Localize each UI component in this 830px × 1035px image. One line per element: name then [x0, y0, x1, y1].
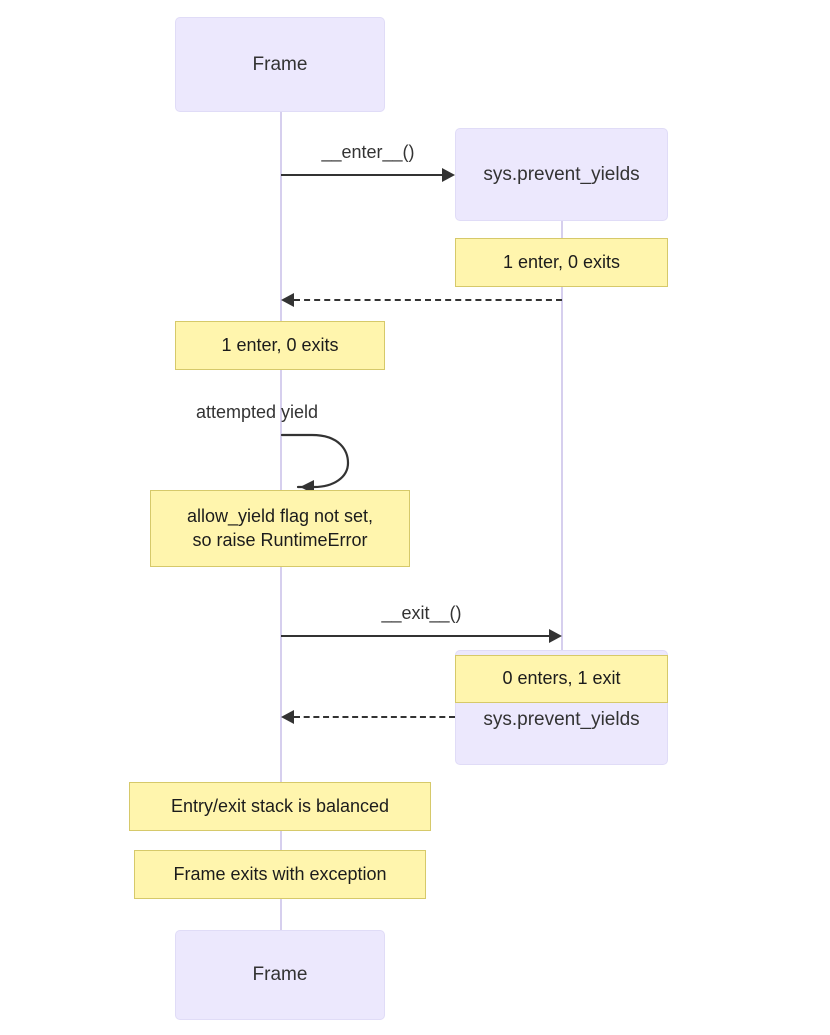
- arrow-head-exit-icon: [549, 629, 562, 643]
- note-prevent-yields-enter-count: 1 enter, 0 exits: [455, 238, 668, 287]
- note-allow-yield-flag-text: allow_yield flag not set, so raise Runti…: [186, 506, 374, 550]
- message-label-exit: __exit__(): [381, 603, 462, 623]
- arrow-head-enter-return-icon: [281, 293, 294, 307]
- participant-frame-top[interactable]: Frame: [175, 17, 385, 112]
- participant-frame-top-label: Frame: [252, 53, 308, 75]
- participant-frame-bottom-label: Frame: [252, 964, 308, 986]
- arrow-head-enter-icon: [442, 168, 455, 182]
- note-prevent-yields-exit-count: 0 enters, 1 exit: [455, 655, 668, 703]
- message-line-exit-return: [294, 716, 455, 718]
- note-frame-exits-exception-text: Frame exits with exception: [173, 863, 387, 884]
- participant-prevent-yields-top[interactable]: sys.prevent_yields: [455, 128, 668, 221]
- note-prevent-yields-exit-count-text: 0 enters, 1 exit: [502, 668, 621, 689]
- arrow-head-exit-return-icon: [281, 710, 294, 724]
- note-frame-enter-count: 1 enter, 0 exits: [175, 321, 385, 370]
- participant-frame-bottom[interactable]: Frame: [175, 930, 385, 1020]
- message-line-enter: [281, 174, 442, 176]
- participant-prevent-yields-bottom-label: sys.prevent_yields: [483, 709, 640, 730]
- message-label-enter: __enter__(): [321, 142, 415, 162]
- message-label-attempted-yield: attempted yield: [196, 402, 319, 422]
- message-line-enter-return: [294, 299, 562, 301]
- note-allow-yield-flag: allow_yield flag not set, so raise Runti…: [150, 490, 410, 567]
- note-prevent-yields-enter-count-text: 1 enter, 0 exits: [502, 251, 621, 272]
- participant-prevent-yields-top-label: sys.prevent_yields: [483, 163, 640, 185]
- lifeline-prevent-yields: [561, 221, 563, 650]
- note-frame-exits-exception: Frame exits with exception: [134, 850, 426, 899]
- self-loop-attempted-yield-icon: [280, 433, 350, 494]
- message-line-exit: [281, 635, 549, 637]
- note-stack-balanced: Entry/exit stack is balanced: [129, 782, 431, 831]
- note-stack-balanced-text: Entry/exit stack is balanced: [170, 795, 390, 816]
- note-frame-enter-count-text: 1 enter, 0 exits: [221, 334, 339, 355]
